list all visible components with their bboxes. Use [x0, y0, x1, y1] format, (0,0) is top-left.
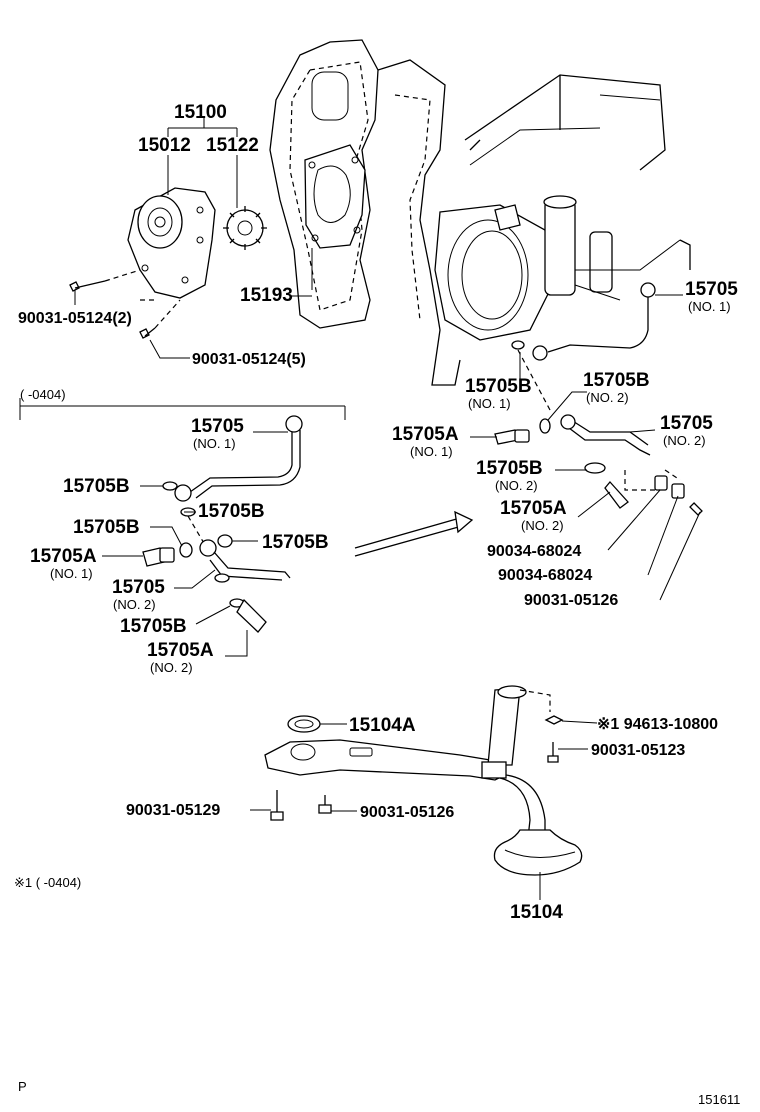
- sublabel-pipe-no2-right: (NO. 2): [663, 433, 706, 448]
- sublabel-washer-right-1: (NO. 1): [468, 396, 511, 411]
- label-washer-right-2: 15705B: [583, 370, 650, 391]
- label-washer-left-4: 15705B: [262, 532, 329, 553]
- label-bolt-water-pump-5: 90031-05124(5): [192, 351, 306, 368]
- footnote: ※1 ( -0404): [14, 875, 81, 890]
- label-clamp-2: 90034-68024: [498, 567, 592, 584]
- label-bolt-strainer-3: 90031-05126: [360, 804, 454, 821]
- label-washer-right-1: 15705B: [465, 376, 532, 397]
- sublabel-union-bolt-left-2: (NO. 2): [150, 660, 193, 675]
- label-pipe-no2-right: 15705: [660, 413, 713, 434]
- water-pump-illustration: [69, 187, 267, 339]
- sublabel-union-bolt-right-1: (NO. 1): [410, 444, 453, 459]
- label-15122: 15122: [206, 135, 259, 156]
- label-union-bolt-left-2: 15705A: [147, 640, 214, 661]
- label-washer-left-3: 15705B: [73, 517, 140, 538]
- label-union-bolt-right-2: 15705A: [500, 498, 567, 519]
- label-bolt-clamp: 90031-05126: [524, 592, 618, 609]
- label-bolt-strainer-1: 90031-05123: [591, 742, 685, 759]
- right-pipe-assembly: [494, 282, 703, 516]
- label-pipe-no2-left: 15705: [112, 577, 165, 598]
- direction-arrow: [354, 510, 474, 557]
- label-washer-left-5: 15705B: [120, 616, 187, 637]
- label-oil-strainer: 15104: [510, 902, 563, 923]
- sublabel-washer-right-2b: (NO. 2): [495, 478, 538, 493]
- figure-id: 151611: [698, 1092, 740, 1107]
- label-15100: 15100: [174, 102, 227, 123]
- label-15193: 15193: [240, 285, 293, 306]
- label-washer-right-2b: 15705B: [476, 458, 543, 479]
- label-gasket: 15104A: [349, 715, 416, 736]
- label-union-bolt-right-1: 15705A: [392, 424, 459, 445]
- sublabel-pipe-no1-left: (NO. 1): [193, 436, 236, 451]
- label-washer-left-1: 15705B: [63, 476, 130, 497]
- sublabel-washer-right-2: (NO. 2): [586, 390, 629, 405]
- sublabel-pipe-no2-left: (NO. 2): [113, 597, 156, 612]
- label-bolt-water-pump-2: 90031-05124(2): [18, 310, 132, 327]
- label-bolt-strainer-2: 90031-05129: [126, 802, 220, 819]
- sublabel-pipe-no1-right: (NO. 1): [688, 299, 731, 314]
- corner-letter: P: [18, 1079, 27, 1094]
- engine-block-illustration: [269, 39, 691, 386]
- label-union-bolt-left-1: 15705A: [30, 546, 97, 567]
- oil-pump-gear-icon: [223, 206, 267, 250]
- label-pipe-no1-right: 15705: [685, 279, 738, 300]
- label-range-left: ( -0404): [20, 387, 66, 402]
- leader-lines: [74, 118, 701, 900]
- label-nut: ※1 94613-10800: [597, 716, 718, 733]
- sublabel-union-bolt-right-2: (NO. 2): [521, 518, 564, 533]
- label-clamp-1: 90034-68024: [487, 543, 581, 560]
- label-pipe-no1-left: 15705: [191, 416, 244, 437]
- left-pipe-assembly: [19, 398, 346, 633]
- label-15012: 15012: [138, 135, 191, 156]
- sublabel-union-bolt-left-1: (NO. 1): [50, 566, 93, 581]
- label-washer-left-2: 15705B: [198, 501, 265, 522]
- oil-strainer-illustration: [264, 685, 583, 876]
